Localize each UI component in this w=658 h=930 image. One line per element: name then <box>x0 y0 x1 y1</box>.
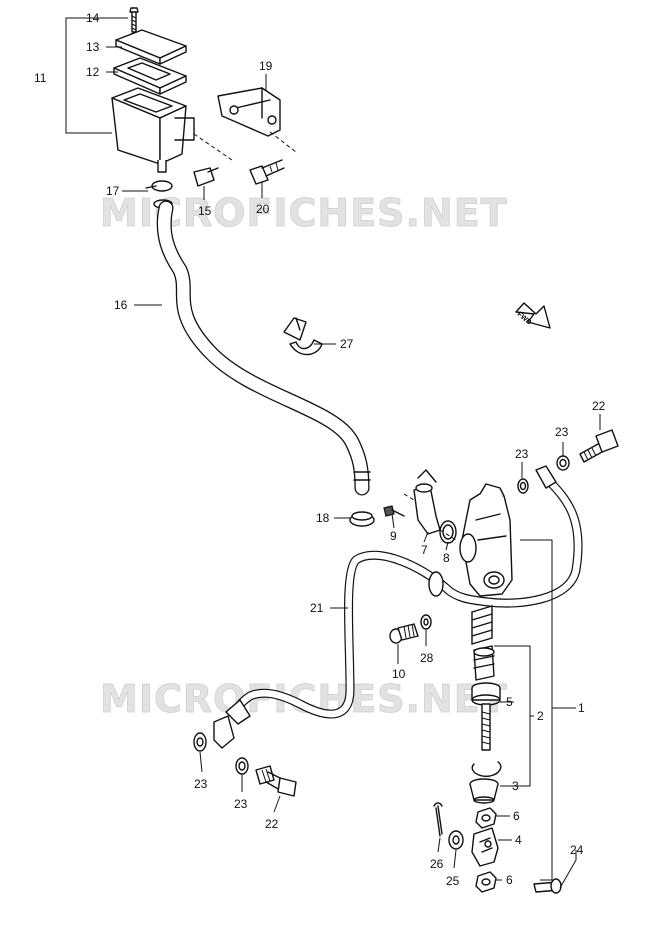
callout-22-top: 22 <box>592 399 606 413</box>
forward-direction-arrow: FWD <box>515 302 551 329</box>
callout-17: 17 <box>106 184 120 198</box>
spring <box>471 605 493 645</box>
fitting-dash <box>403 493 457 541</box>
reservoir-bolt-20 <box>249 159 285 185</box>
pushrod <box>481 703 491 751</box>
inlet-fitting <box>413 469 441 535</box>
callout-5: 5 <box>506 695 513 709</box>
reservoir-assembly <box>65 7 195 173</box>
callout-28: 28 <box>420 651 434 665</box>
bracket-dash-left <box>193 133 233 161</box>
mounting-bolt-10 <box>389 623 419 644</box>
washer-28 <box>420 614 432 630</box>
nut-6-top <box>475 807 497 829</box>
banjo-washer-23-top-a <box>517 478 529 494</box>
callout-12: 12 <box>86 65 100 79</box>
callout-23-bottom-right: 23 <box>234 797 248 811</box>
callout-7: 7 <box>421 543 428 557</box>
clevis-pin-24 <box>533 878 562 894</box>
callout-10: 10 <box>392 667 406 681</box>
hose-clamp-18 <box>349 511 375 527</box>
callout-6-bottom: 6 <box>506 873 513 887</box>
reservoir-cap <box>115 29 187 65</box>
callout-22-bottom: 22 <box>265 817 279 831</box>
callout-19: 19 <box>259 59 273 73</box>
callout-14: 14 <box>86 11 100 25</box>
banjo-bolt-22-bottom <box>255 765 297 797</box>
clevis-4 <box>471 827 499 867</box>
callout-1: 1 <box>578 701 585 715</box>
nut-6-bottom <box>475 871 497 893</box>
reservoir-body <box>111 87 195 173</box>
callout-24: 24 <box>570 843 584 857</box>
banjo-washer-23-bottom-a <box>193 732 207 752</box>
callout-13: 13 <box>86 40 100 54</box>
reservoir-bolt-15 <box>193 167 219 187</box>
cotter-pin-26 <box>433 802 443 837</box>
callout-23-top-right: 23 <box>555 425 569 439</box>
callout-8: 8 <box>443 551 450 565</box>
callout-16: 16 <box>114 298 128 312</box>
reservoir-screw <box>129 7 139 33</box>
watermark-bottom: MICROFICHES.NET <box>100 677 508 721</box>
callout-25: 25 <box>446 874 460 888</box>
reservoir-diaphragm <box>113 57 187 95</box>
washer-25 <box>448 830 464 850</box>
pushrod-nut-5 <box>471 682 501 706</box>
banjo-bolt-22-top <box>579 429 619 463</box>
callout-21: 21 <box>310 601 324 615</box>
reservoir-hose <box>156 200 371 496</box>
callout-2: 2 <box>537 709 544 723</box>
reservoir-group-bracket <box>65 17 112 134</box>
boot-3 <box>469 778 499 804</box>
callout-15: 15 <box>198 204 212 218</box>
bracket-dash-right <box>269 131 297 153</box>
callout-20: 20 <box>256 202 270 216</box>
leader-lines <box>106 17 601 889</box>
hose-clip <box>283 317 323 356</box>
banjo-washer-23-bottom-b <box>235 757 249 775</box>
callout-3: 3 <box>512 779 519 793</box>
callout-6-top: 6 <box>513 809 520 823</box>
brake-line <box>213 465 583 749</box>
assembly-1-bracket <box>520 539 553 881</box>
callout-11: 11 <box>34 71 47 85</box>
callout-18: 18 <box>316 511 330 525</box>
master-cylinder-body <box>459 483 513 597</box>
callout-23-bottom-left: 23 <box>194 777 208 791</box>
callout-9: 9 <box>390 529 397 543</box>
screw-9 <box>383 505 405 517</box>
callout-23-top-left: 23 <box>515 447 529 461</box>
circlip-3 <box>471 761 502 778</box>
callout-4: 4 <box>515 833 522 847</box>
callout-27: 27 <box>340 337 354 351</box>
callout-26: 26 <box>430 857 444 871</box>
reservoir-bracket <box>217 87 281 137</box>
piston <box>473 645 495 681</box>
banjo-washer-23-top-b <box>556 455 570 471</box>
callouts: 14 13 12 11 19 17 15 20 16 27 22 23 23 1… <box>34 11 606 888</box>
